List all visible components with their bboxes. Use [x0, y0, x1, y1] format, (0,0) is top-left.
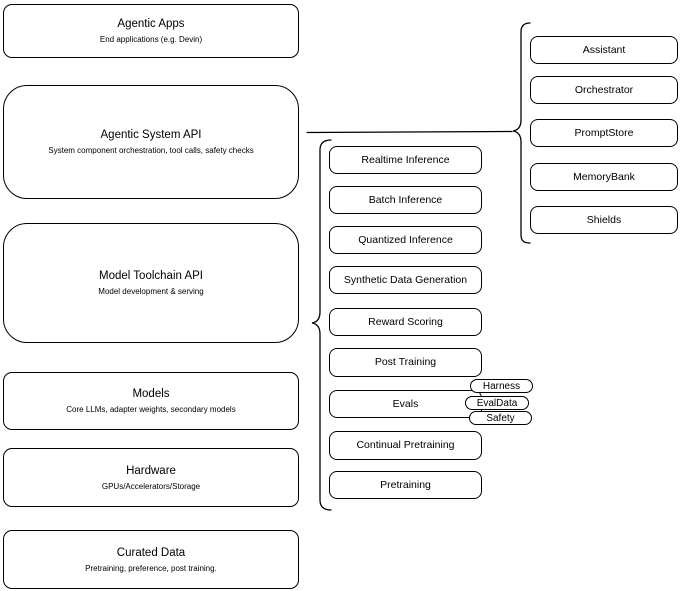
toolchain-item-synthetic-data-generation: Synthetic Data Generation [329, 266, 482, 294]
node-title: Curated Data [116, 546, 186, 559]
curated-data-node: Curated Data Pretraining, preference, po… [3, 530, 299, 589]
node-subtitle: Model development & serving [98, 287, 204, 296]
toolchain-item-continual-pretraining: Continual Pretraining [329, 431, 482, 460]
system-api-connector-line [306, 130, 513, 134]
component-orchestrator: Orchestrator [530, 76, 678, 104]
hardware-node: Hardware GPUs/Accelerators/Storage [3, 448, 299, 507]
agentic-apps-node: Agentic Apps End applications (e.g. Devi… [3, 4, 299, 58]
node-label: Continual Pretraining [356, 439, 455, 451]
node-subtitle: Core LLMs, adapter weights, secondary mo… [66, 405, 236, 414]
node-label: Batch Inference [368, 193, 443, 206]
node-label: Orchestrator [574, 83, 634, 96]
component-memorybank: MemoryBank [530, 163, 678, 191]
node-label: Quantized Inference [358, 233, 453, 246]
component-promptstore: PromptStore [530, 119, 678, 147]
toolchain-item-realtime-inference: Realtime Inference [329, 146, 482, 174]
node-subtitle: Pretraining, preference, post training. [85, 563, 217, 573]
node-subtitle: End applications (e.g. Devin) [99, 35, 203, 44]
node-label: MemoryBank [573, 170, 635, 183]
node-label: Reward Scoring [368, 315, 443, 328]
node-title: Models [132, 388, 170, 400]
toolchain-item-evals: Evals [329, 390, 482, 418]
toolchain-brace [311, 139, 332, 511]
node-label: Shields [586, 213, 622, 226]
node-title: Model Toolchain API [99, 270, 203, 282]
eval-tag-safety: Safety [469, 411, 532, 425]
models-node: Models Core LLMs, adapter weights, secon… [3, 372, 299, 430]
pill-label: Harness [482, 380, 521, 392]
node-title: Agentic System API [100, 129, 202, 141]
node-subtitle: GPUs/Accelerators/Storage [101, 481, 201, 491]
node-title: Agentic Apps [117, 18, 185, 30]
pill-label: Safety [486, 412, 515, 424]
eval-tag-harness: Harness [470, 379, 533, 393]
node-title: Hardware [126, 464, 176, 477]
pill-label: EvalData [476, 397, 518, 409]
node-label: Pretraining [380, 478, 431, 491]
node-label: Realtime Inference [361, 153, 450, 166]
node-label: PromptStore [574, 126, 634, 139]
node-label: Evals [392, 397, 419, 410]
components-brace [512, 22, 531, 244]
toolchain-item-batch-inference: Batch Inference [329, 186, 482, 214]
component-assistant: Assistant [530, 36, 678, 64]
agentic-system-api-node: Agentic System API System component orch… [3, 85, 299, 199]
toolchain-item-reward-scoring: Reward Scoring [329, 308, 482, 336]
component-shields: Shields [530, 206, 678, 234]
eval-tag-evaldata: EvalData [465, 396, 529, 410]
node-label: Synthetic Data Generation [343, 273, 468, 286]
node-label: Assistant [582, 43, 626, 56]
model-toolchain-api-node: Model Toolchain API Model development & … [3, 223, 299, 343]
toolchain-item-post-training: Post Training [329, 348, 482, 377]
toolchain-item-quantized-inference: Quantized Inference [329, 226, 482, 254]
node-label: Post Training [374, 356, 437, 368]
node-subtitle: System component orchestration, tool cal… [48, 146, 254, 155]
toolchain-item-pretraining: Pretraining [329, 471, 482, 499]
